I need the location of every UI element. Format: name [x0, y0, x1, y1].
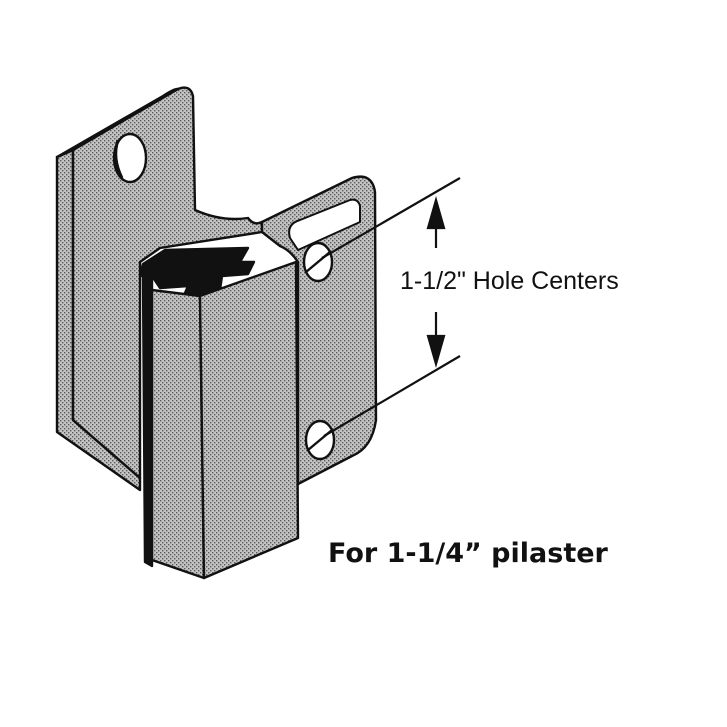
- up-arrow-icon: [426, 195, 446, 230]
- bracket-drawing: [55, 86, 378, 580]
- down-arrow-icon: [426, 334, 446, 369]
- upper-extension-line: [321, 177, 461, 259]
- lower-extension-line: [323, 355, 461, 437]
- front-block-left-face: [150, 288, 206, 580]
- right-mounting-plate: [260, 175, 378, 486]
- t-slot: [138, 246, 256, 302]
- right-plate-slot: [288, 198, 361, 251]
- back-plate-hole: [112, 132, 148, 184]
- bottom-screw-icon: [304, 419, 336, 461]
- top-screw-icon: [302, 241, 334, 283]
- back-plate-top-edge: [55, 87, 180, 159]
- back-plate-hole-shadow: [114, 139, 124, 179]
- dimension-lines: [321, 177, 461, 437]
- front-block-front-face: [198, 260, 300, 580]
- front-block-side-face: [141, 274, 154, 568]
- pilaster-caption: For 1-1/4” pilaster: [328, 538, 609, 569]
- hole-centers-label: 1-1/2" Hole Centers: [400, 267, 619, 295]
